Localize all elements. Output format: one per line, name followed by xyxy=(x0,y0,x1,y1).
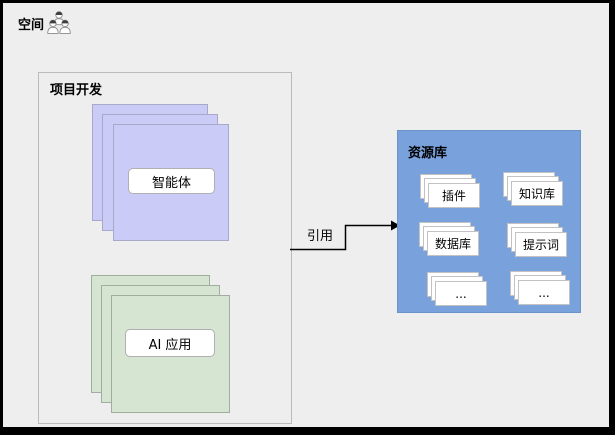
resource-stack-database: 数据库 xyxy=(419,222,480,257)
resource-stack-plugin: 插件 xyxy=(420,174,481,209)
resource-stack-prompt: 提示词 xyxy=(507,223,568,258)
card-front: 知识库 xyxy=(511,181,563,206)
arrowhead-icon xyxy=(391,220,400,231)
resource-library-container: 资源库 插件 知识库 数据库 提示词 ... . xyxy=(397,130,581,313)
project-dev-title: 项目开发 xyxy=(50,83,103,98)
resource-stack-knowledge-base: 知识库 xyxy=(503,172,564,207)
card-front: 数据库 xyxy=(427,231,479,256)
page-title: 空间 xyxy=(18,18,45,33)
project-dev-container: 项目开发 智能体 AI 应用 xyxy=(38,72,292,424)
card-front: 插件 xyxy=(428,183,480,208)
reference-arrow-label: 引用 xyxy=(307,229,334,244)
resource-library-title: 资源库 xyxy=(408,146,448,161)
resource-stack-more-right: ... xyxy=(510,271,571,306)
reference-arrow xyxy=(290,220,400,251)
people-group-icon xyxy=(47,11,71,34)
agent-node-stack: 智能体 xyxy=(92,104,229,242)
resource-stack-more-left: ... xyxy=(427,272,488,307)
card-front: ... xyxy=(518,280,570,305)
agent-label: 智能体 xyxy=(128,168,215,194)
card-front: ... xyxy=(435,281,487,306)
ai-app-label: AI 应用 xyxy=(125,329,215,357)
card-front: 提示词 xyxy=(515,232,567,257)
ai-app-node-stack: AI 应用 xyxy=(91,275,231,414)
